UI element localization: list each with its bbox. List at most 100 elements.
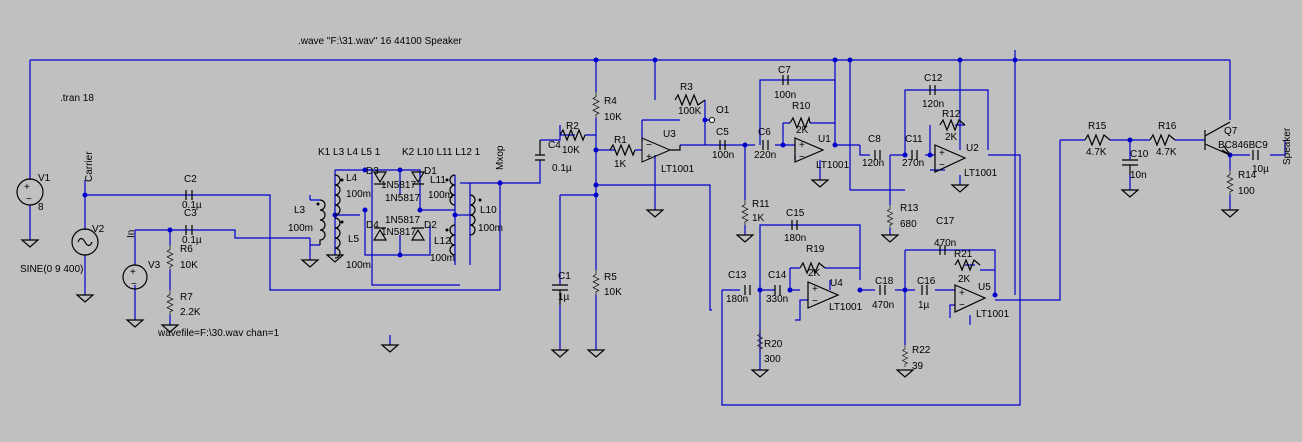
diode-d1: D1 (410, 166, 437, 185)
capacitor-c18: C18 470n (872, 276, 894, 311)
diode-d4: D4 (366, 220, 388, 241)
svg-text:R16: R16 (1158, 121, 1177, 132)
svg-text:V2: V2 (92, 224, 105, 235)
svg-text:180n: 180n (726, 294, 748, 305)
svg-text:LT1001: LT1001 (976, 309, 1010, 320)
svg-text:R2: R2 (566, 121, 579, 132)
svg-text:8: 8 (38, 202, 44, 213)
resistor-r21: R21 2K (954, 249, 981, 285)
svg-text:C5: C5 (716, 127, 729, 138)
svg-text:1K: 1K (752, 213, 765, 224)
svg-text:C13: C13 (728, 270, 747, 281)
source-v2[interactable]: V2 (71, 224, 105, 256)
svg-text:R6: R6 (180, 244, 193, 255)
svg-text:470n: 470n (872, 300, 894, 311)
ground-symbols (20, 179, 1240, 378)
svg-text:10K: 10K (562, 145, 580, 156)
wires (29, 50, 1286, 406)
svg-text:D2: D2 (424, 220, 437, 231)
svg-text:680: 680 (900, 219, 917, 230)
svg-text:120n: 120n (922, 99, 944, 110)
svg-text:100m: 100m (346, 189, 371, 200)
svg-text:C9: C9 (1255, 140, 1268, 151)
svg-text:+: + (812, 284, 818, 295)
svg-text:R15: R15 (1088, 121, 1107, 132)
svg-text:C10: C10 (1130, 149, 1149, 160)
svg-text:R19: R19 (806, 244, 825, 255)
source-v1[interactable]: +− V1 8 (16, 173, 51, 213)
svg-text:U4: U4 (830, 278, 843, 289)
svg-text:10K: 10K (604, 287, 622, 298)
diode-d2: D2 (410, 220, 437, 241)
diodes: D3 D1 D4 D2 1N5817 1N5817 1N5817 1N5817 (366, 166, 437, 241)
svg-text:180n: 180n (784, 233, 806, 244)
svg-text:C14: C14 (768, 270, 787, 281)
resistor-r16: R16 4.7K (1149, 121, 1177, 158)
svg-text:+: + (799, 140, 805, 151)
svg-text:LT1001: LT1001 (816, 160, 850, 171)
net-mxop: Mxop (495, 145, 506, 170)
tran-directive: .tran 18 (60, 93, 94, 104)
svg-text:R3: R3 (680, 82, 693, 93)
svg-text:100K: 100K (678, 106, 702, 117)
svg-text:10K: 10K (180, 260, 198, 271)
net-carrier: Carrier (84, 151, 95, 182)
svg-text:L12: L12 (434, 236, 451, 247)
svg-text:Q7: Q7 (1224, 126, 1238, 137)
svg-text:D1: D1 (424, 166, 437, 177)
svg-text:4.7K: 4.7K (1086, 147, 1107, 158)
svg-text:C17: C17 (936, 216, 955, 227)
svg-text:R1: R1 (614, 135, 627, 146)
resistor-r15: R15 4.7K (1084, 121, 1111, 158)
svg-text:R21: R21 (954, 249, 973, 260)
svg-text:−: − (26, 194, 32, 205)
svg-text:+: + (959, 288, 965, 299)
directives: .wave "F:\31.wav" 16 44100 Speaker .tran… (20, 36, 481, 339)
svg-text:−: − (131, 279, 137, 290)
svg-text:R12: R12 (942, 109, 961, 120)
svg-text:2K: 2K (958, 274, 971, 285)
resistor-r12: R12 2K (939, 109, 966, 143)
svg-text:1K: 1K (614, 159, 627, 170)
svg-text:2K: 2K (945, 132, 958, 143)
svg-text:100m: 100m (478, 223, 503, 234)
svg-text:1µ: 1µ (558, 292, 570, 303)
source-v3[interactable]: +− V3 (122, 260, 161, 290)
coupling-k2: K2 L10 L11 L12 1 (402, 147, 481, 158)
diode-model-1: 1N5817 (381, 180, 416, 191)
svg-text:U3: U3 (663, 129, 676, 140)
net-in: In (126, 230, 137, 238)
diode-d3: D3 (366, 166, 388, 185)
svg-text:V1: V1 (38, 173, 51, 184)
svg-text:270n: 270n (902, 158, 924, 169)
svg-text:+: + (130, 267, 136, 278)
svg-text:10µ: 10µ (1252, 164, 1269, 175)
svg-text:C18: C18 (875, 276, 894, 287)
svg-text:1µ: 1µ (918, 300, 930, 311)
svg-text:L10: L10 (480, 205, 497, 216)
svg-text:L11: L11 (430, 175, 446, 186)
net-o1: O1 (716, 105, 730, 116)
diode-model-2: 1N5817 (385, 193, 420, 204)
svg-text:0.1µ: 0.1µ (182, 200, 202, 211)
capacitor-c9: C9 10µ (1252, 140, 1269, 175)
svg-text:4.7K: 4.7K (1156, 147, 1177, 158)
